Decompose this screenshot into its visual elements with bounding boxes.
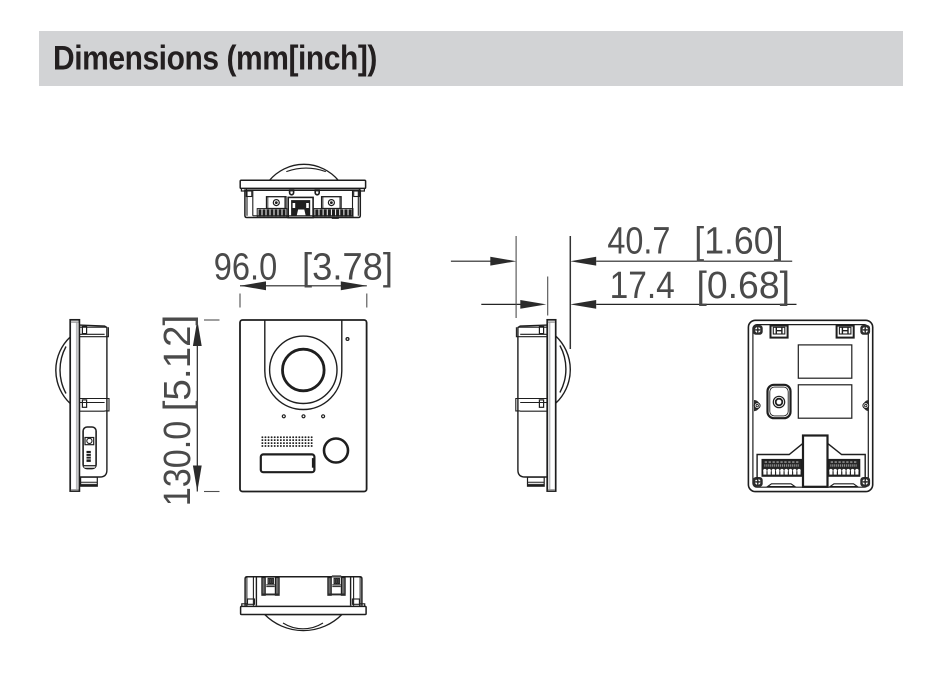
svg-text:40.7: 40.7 bbox=[607, 221, 670, 263]
svg-text:[3.78]: [3.78] bbox=[302, 247, 393, 289]
svg-text:[5.12]: [5.12] bbox=[157, 315, 199, 412]
svg-text:17.4: 17.4 bbox=[610, 265, 675, 307]
svg-text:[0.68]: [0.68] bbox=[697, 265, 791, 307]
svg-text:130.0: 130.0 bbox=[157, 421, 199, 507]
svg-text:96.0: 96.0 bbox=[214, 247, 277, 289]
svg-text:[1.60]: [1.60] bbox=[694, 221, 783, 263]
